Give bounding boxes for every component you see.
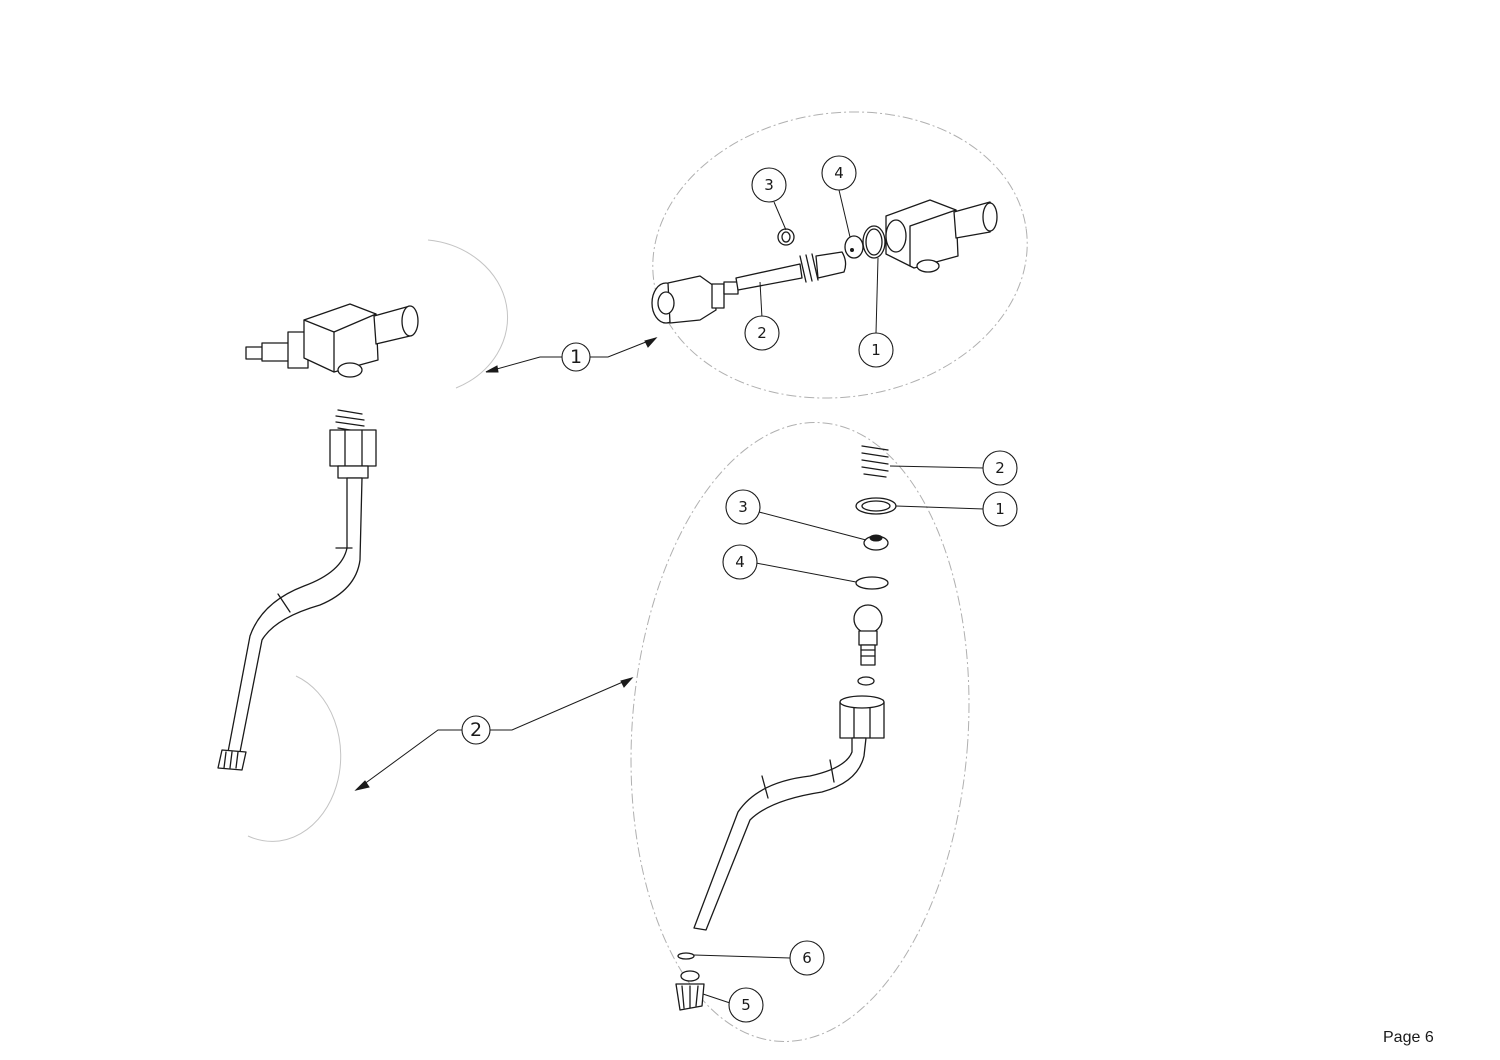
valve-exploded-detail (651, 111, 1028, 399)
page-number: Page 6 (1383, 1029, 1434, 1046)
valve-balloon-2-label: 2 (757, 324, 767, 342)
valve-balloon-4-label: 4 (834, 164, 844, 182)
valve-balloon-2: 2 (744, 315, 780, 351)
assembled-valve (245, 239, 509, 389)
detail-callout-2-label: 2 (470, 719, 482, 741)
steam-balloon-3-label: 3 (738, 498, 748, 516)
steam-balloon-6: 6 (789, 940, 825, 976)
steam-balloon-5: 5 (728, 987, 764, 1023)
steam-balloon-6-label: 6 (802, 949, 812, 967)
valve-balloon-1-label: 1 (871, 341, 881, 359)
steam-balloon-5-label: 5 (741, 996, 751, 1014)
detail-callout-1: 1 (561, 342, 591, 372)
assembled-steam-wand (217, 409, 377, 842)
steam-balloon-2: 2 (982, 450, 1018, 486)
steam-wand-exploded-detail (630, 422, 970, 1042)
steam-balloon-4-label: 4 (735, 553, 745, 571)
steam-balloon-1: 1 (982, 491, 1018, 527)
detail-callout-2: 2 (461, 715, 491, 745)
valve-balloon-3-label: 3 (764, 176, 774, 194)
steam-balloon-1-label: 1 (995, 500, 1005, 518)
leader-lines (354, 189, 985, 1004)
steam-balloon-2-label: 2 (995, 459, 1005, 477)
steam-balloon-3: 3 (725, 489, 761, 525)
valve-balloon-1: 1 (858, 332, 894, 368)
valve-balloon-3: 3 (751, 167, 787, 203)
detail-callout-1-label: 1 (570, 346, 582, 368)
valve-balloon-4: 4 (821, 155, 857, 191)
steam-balloon-4: 4 (722, 544, 758, 580)
